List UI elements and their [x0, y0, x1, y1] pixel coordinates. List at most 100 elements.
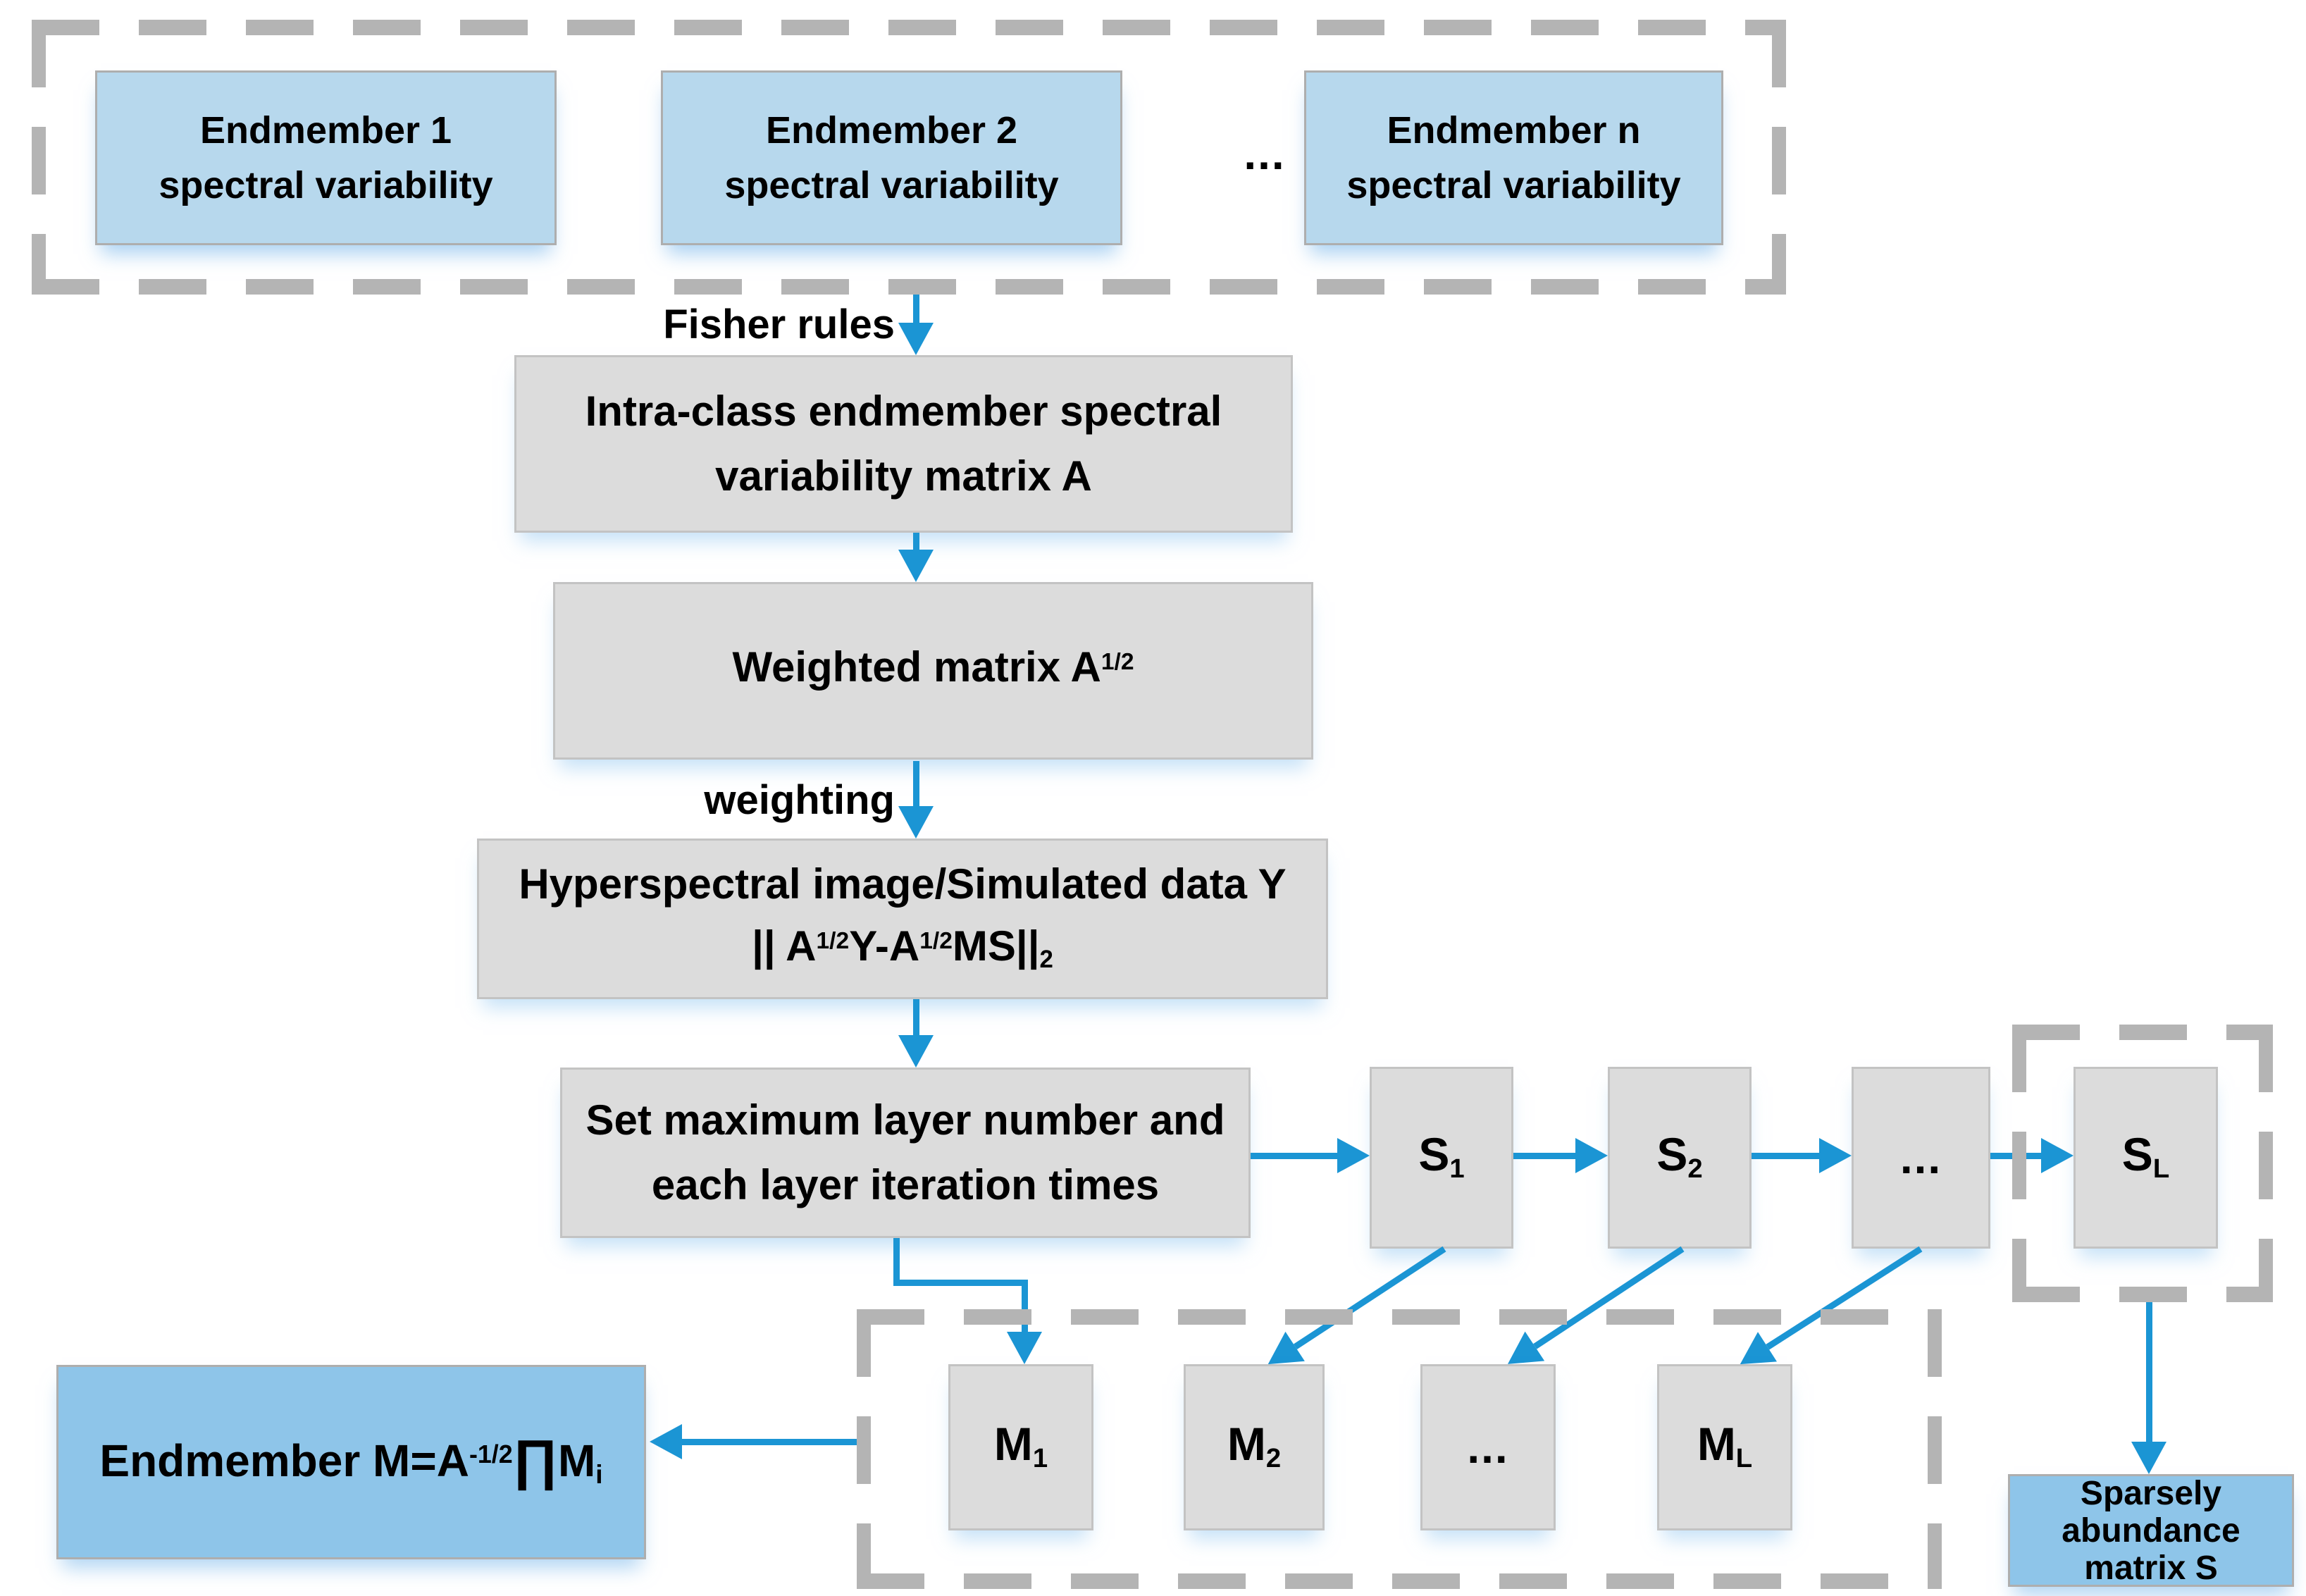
mi-base: M	[557, 1435, 596, 1486]
endmember-formula: Endmember M=A-1/2∏Mi	[99, 1432, 603, 1492]
sl-dashed-border-right	[2259, 1025, 2273, 1302]
s-row-ellipsis: ...	[1899, 1132, 1942, 1183]
norm-exp1: 1/2	[816, 927, 850, 954]
arrow-s2-to-dots-line	[1752, 1153, 1819, 1159]
endmember-2-variability-box: Endmember 2 spectral variability	[661, 70, 1122, 245]
arrow-m-to-endmember-head	[650, 1424, 682, 1459]
intra-line2-text: variability matrix	[715, 452, 1062, 500]
equals-sign: =	[410, 1435, 437, 1486]
endmember-n-line1: Endmember n	[1387, 109, 1641, 151]
arrow-top-to-intra-head	[898, 323, 934, 355]
weighted-pre: Weighted matrix	[732, 643, 1071, 691]
abundance-line3: matrix S	[2084, 1549, 2217, 1587]
arrow-intra-to-weighted-head	[898, 550, 934, 582]
arrow-set-to-m1-seg2	[893, 1280, 1028, 1286]
sl-node-box: SL	[2073, 1067, 2218, 1249]
top-dashed-border-left	[32, 20, 46, 295]
norm-part2: Y-A	[849, 922, 920, 970]
arrow-set-to-m1-head	[1007, 1332, 1042, 1364]
weighting-label: weighting	[704, 777, 895, 823]
s2-label: S2	[1656, 1131, 1702, 1185]
m-dashed-border-top	[857, 1309, 1942, 1325]
abundance-line1: Sparsely	[2080, 1474, 2222, 1512]
endmember-1-line2: spectral variability	[159, 164, 493, 206]
endmember-exponent: -1/2	[469, 1440, 513, 1468]
m2-label: M2	[1227, 1421, 1281, 1475]
fisher-rules-label: Fisher rules	[663, 302, 895, 347]
s2-node-box: S2	[1608, 1067, 1752, 1249]
sl-label: SL	[2122, 1131, 2169, 1185]
m-dashed-border-left	[857, 1309, 871, 1589]
s2-sub: 2	[1687, 1153, 1703, 1184]
matrix-a-symbol: A	[436, 1435, 469, 1486]
arrow-s1-to-m2	[1258, 1246, 1446, 1380]
sl-dashed-border-left	[2012, 1025, 2026, 1302]
weighted-matrix-box: Weighted matrix A1/2	[553, 582, 1313, 760]
sl-base: S	[2121, 1127, 2153, 1180]
abundance-result-box: Sparsely abundance matrix S	[2008, 1474, 2294, 1587]
abundance-line2: abundance	[2062, 1511, 2240, 1549]
endmember-2-line1: Endmember 2	[765, 109, 1018, 151]
matrix-s-symbol: S	[2195, 1549, 2218, 1587]
abundance-line3-text: matrix	[2084, 1549, 2195, 1587]
arrow-hyper-to-set-head	[898, 1035, 934, 1068]
arrow-hyper-to-set-line	[913, 999, 919, 1035]
m1-node-box: M1	[948, 1364, 1093, 1530]
arrow-s1-to-s2-line	[1513, 1153, 1575, 1159]
hyperspectral-data-box: Hyperspectral image/Simulated data Y || …	[477, 839, 1328, 999]
arrow-sl-to-abundance-head	[2131, 1442, 2166, 1474]
matrix-a-symbol: A	[1061, 452, 1092, 500]
intra-line1: Intra-class endmember spectral	[585, 388, 1222, 435]
endmember-1-variability-box: Endmember 1 spectral variability	[95, 70, 557, 245]
s1-node-box: S1	[1370, 1067, 1513, 1249]
top-row-ellipsis: ...	[1244, 128, 1286, 179]
endmember-n-line2: spectral variability	[1346, 164, 1681, 206]
matrix-a-symbol: A	[1070, 643, 1101, 691]
s-row-ellipsis-box: ...	[1852, 1067, 1990, 1249]
m-dashed-border-right	[1928, 1309, 1942, 1589]
arrow-weighted-to-hyper-head	[898, 806, 934, 839]
matrix-m-symbol: M	[373, 1435, 411, 1486]
intra-class-matrix-box: Intra-class endmember spectral variabili…	[514, 355, 1293, 533]
m-dashed-border-bottom	[857, 1573, 1942, 1589]
s1-base: S	[1418, 1127, 1450, 1180]
top-dashed-border-right	[1772, 20, 1786, 295]
arrow-intra-to-weighted-line	[913, 533, 919, 550]
arrow-set-to-s1-head	[1337, 1138, 1370, 1173]
m-row-ellipsis: ...	[1467, 1422, 1509, 1473]
sl-dashed-border-top	[2012, 1025, 2273, 1040]
set-line1: Set maximum layer number and	[585, 1096, 1225, 1144]
arrow-weighted-to-hyper-line	[913, 761, 919, 806]
arrow-set-to-m1-seg1	[893, 1238, 900, 1286]
endmember-pre: Endmember	[99, 1435, 373, 1486]
product-symbol: ∏	[512, 1428, 558, 1491]
m-row-ellipsis-box: ...	[1420, 1364, 1556, 1530]
ml-node-box: ML	[1657, 1364, 1792, 1530]
norm-part1: || A	[752, 922, 817, 970]
top-dashed-border-bottom	[32, 279, 1786, 295]
arrow-dots-to-sl-head	[2041, 1138, 2073, 1173]
norm-exp2: 1/2	[919, 927, 953, 954]
matrix-y-symbol: Y	[1258, 860, 1287, 908]
intra-line2: variability matrix A	[715, 444, 1092, 509]
ml-base: M	[1697, 1417, 1736, 1470]
arrow-s2-to-mdots	[1498, 1246, 1685, 1380]
sl-sub: L	[2152, 1153, 2170, 1184]
hyper-line1-text: Hyperspectral image/Simulated data	[519, 860, 1258, 908]
ml-sub: L	[1735, 1443, 1753, 1474]
arrow-m-to-endmember-line	[682, 1439, 857, 1445]
arrow-top-to-intra-line	[913, 295, 919, 323]
arrow-sl-to-abundance-line	[2146, 1302, 2152, 1442]
top-dashed-border-top	[32, 20, 1786, 35]
mi-sub: i	[595, 1459, 603, 1489]
s1-sub: 1	[1449, 1153, 1465, 1184]
sl-dashed-border-bottom	[2012, 1287, 2273, 1302]
set-line2: each layer iteration times	[651, 1161, 1160, 1208]
m2-sub: 2	[1265, 1443, 1282, 1474]
m1-sub: 1	[1032, 1443, 1048, 1474]
endmember-n-variability-box: Endmember n spectral variability	[1304, 70, 1723, 245]
m2-base: M	[1227, 1417, 1266, 1470]
norm-part3: MS||	[952, 922, 1040, 970]
ml-label: ML	[1697, 1421, 1752, 1475]
